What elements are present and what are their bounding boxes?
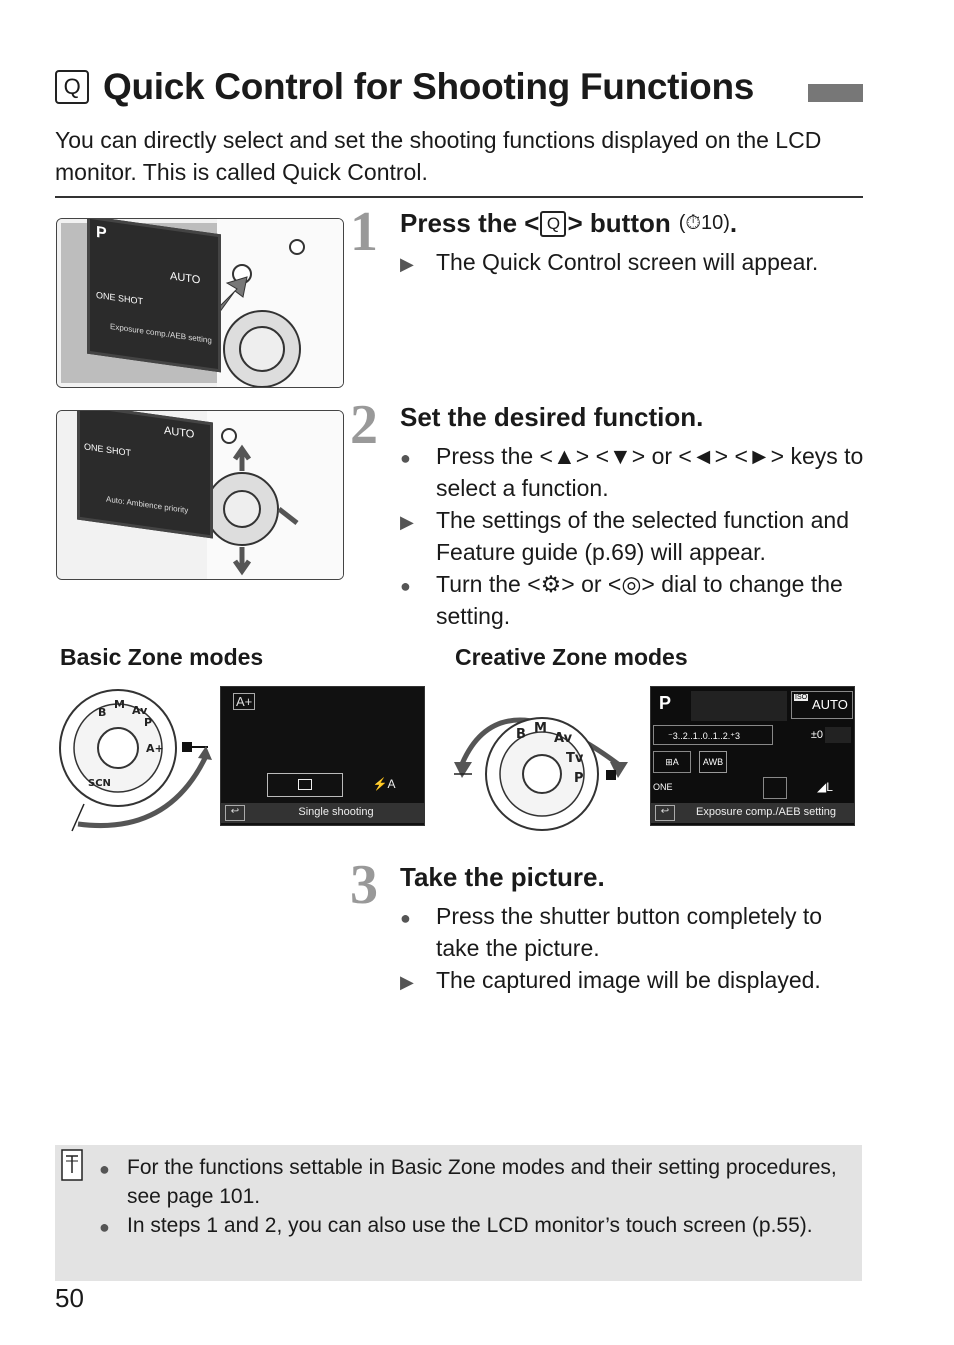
list-item: ▶ The settings of the selected function …: [400, 504, 870, 568]
list-item-text: Turn the <⚙> or <◎> dial to change the s…: [436, 571, 843, 629]
basic-zone-heading: Basic Zone modes: [60, 644, 264, 670]
list-item-text: In steps 1 and 2, you can also use the L…: [127, 1214, 813, 1237]
step1-list: ▶ The Quick Control screen will appear.: [400, 246, 870, 280]
list-item-text: The Quick Control screen will appear.: [436, 249, 819, 275]
step-number-3: 3: [350, 854, 378, 916]
list-item-text: Press the <▲> <▼> or <◄> <►> keys to sel…: [436, 443, 864, 501]
camera-back-illustration-1: P AUTO ONE SHOT Exposure comp./AEB setti…: [56, 218, 344, 388]
dial-label-m: M: [114, 698, 125, 711]
lcd-af: ONE SHOT: [96, 289, 144, 307]
intro-paragraph: You can directly select and set the shoo…: [55, 127, 822, 185]
iso-setting[interactable]: ISO AUTO: [791, 691, 853, 719]
basic-mode-dial-illustration: B M Av P A+ SCN: [59, 689, 212, 832]
circle-bullet-icon: ●: [99, 1159, 110, 1179]
step-number-1: 1: [350, 201, 378, 263]
list-item-text: The settings of the selected function an…: [436, 507, 849, 565]
step-heading-1: Press the < Q > button (⏱10) .: [400, 208, 737, 239]
picture-style-box[interactable]: ⊞A: [653, 751, 691, 773]
note-list: ● For the functions settable in Basic Zo…: [99, 1153, 849, 1242]
step3-list: ● Press the shutter button completely to…: [400, 900, 870, 998]
dial-label-a: A+: [146, 742, 164, 755]
iso-value: AUTO: [812, 697, 848, 712]
exposure-comp-scale[interactable]: ⁻3..2..1..0..1..2.⁺3: [653, 725, 773, 745]
section-divider: [55, 196, 863, 198]
auto-plus-icon: A+: [233, 693, 256, 710]
lcd-iso: AUTO: [170, 270, 201, 287]
step-number-2: 2: [350, 394, 378, 456]
creative-zone-heading: Creative Zone modes: [455, 644, 688, 670]
circle-bullet-icon: ●: [99, 1217, 110, 1237]
page-number: 50: [55, 1283, 84, 1313]
lcd-iso: AUTO: [164, 424, 195, 441]
image-quality[interactable]: ◢L: [817, 780, 833, 794]
dial-label-av: Av: [554, 731, 573, 746]
list-item: ▶ The captured image will be displayed.: [400, 964, 870, 998]
circle-bullet-icon: ●: [400, 576, 411, 596]
lcd-label: Auto: Ambience priority: [106, 494, 189, 516]
memo-icon: [61, 1149, 83, 1181]
dial-label-m: M: [534, 721, 547, 736]
step1-heading-pre: Press the <: [400, 208, 540, 238]
list-item-text: The captured image will be displayed.: [436, 967, 821, 993]
list-item: ● Press the shutter button completely to…: [400, 900, 870, 964]
triangle-bullet-icon: ▶: [400, 512, 414, 532]
step2-list: ● Press the <▲> <▼> or <◄> <►> keys to s…: [400, 440, 870, 632]
lcd-af: ONE SHOT: [84, 441, 132, 459]
drive-mode-box[interactable]: [763, 777, 787, 799]
return-icon[interactable]: ↩: [655, 805, 675, 821]
circle-bullet-icon: ●: [400, 448, 411, 468]
lcd-label: Exposure comp./AEB setting: [110, 321, 212, 346]
page-title: Q Quick Control for Shooting Functions: [55, 66, 754, 108]
flash-setting: ⚡A: [372, 777, 396, 791]
timer-icon: (⏱10): [678, 212, 730, 234]
dial-label-tv: Tv: [566, 751, 584, 766]
camera-back-illustration-2: AUTO ONE SHOT Auto: Ambience priority: [56, 410, 344, 580]
q-button-icon: Q: [540, 210, 567, 237]
title-decoration-bar: [808, 84, 863, 102]
step-heading-2: Set the desired function.: [400, 402, 704, 432]
dial-label-av: Av: [132, 704, 148, 717]
list-item: ● In steps 1 and 2, you can also use the…: [99, 1211, 849, 1242]
drive-mode-box: [267, 773, 343, 797]
list-item-text: Press the shutter button completely to t…: [436, 903, 823, 961]
creative-mode-dial-illustration: B M Av Tv P: [454, 717, 628, 831]
list-item: ▶ The Quick Control screen will appear.: [400, 246, 870, 280]
creative-zone-screen: P ISO AUTO ⁻3..2..1..0..1..2.⁺3 ±0 ⊞A AW…: [650, 686, 855, 826]
page-title-text: Quick Control for Shooting Functions: [103, 66, 755, 107]
dial-label-scn: SCN: [88, 778, 111, 789]
dial-label-p: P: [144, 716, 152, 729]
note-box: ● For the functions settable in Basic Zo…: [55, 1145, 862, 1281]
list-item: ● Turn the <⚙> or <◎> dial to change the…: [400, 568, 870, 632]
triangle-bullet-icon: ▶: [400, 972, 414, 992]
shooting-mode: P: [659, 693, 672, 713]
quick-control-icon: Q: [55, 70, 89, 104]
dial-label-b: B: [98, 706, 106, 719]
list-item: ● For the functions settable in Basic Zo…: [99, 1153, 849, 1211]
triangle-bullet-icon: ▶: [400, 254, 414, 274]
iso-badge: ISO: [794, 694, 809, 701]
white-balance[interactable]: AWB: [699, 751, 727, 773]
list-item: ● Press the <▲> <▼> or <◄> <►> keys to s…: [400, 440, 870, 504]
step1-heading-post: > button: [567, 208, 671, 238]
basic-zone-screen: A+ ⚡A ↩ Single shooting: [220, 686, 425, 826]
screen-label: Single shooting: [298, 806, 374, 818]
return-icon: ↩: [225, 805, 245, 821]
dial-label-p: P: [574, 771, 584, 786]
lcd-mode: P: [96, 223, 107, 243]
step-heading-3: Take the picture.: [400, 862, 605, 892]
step1-heading-end: .: [729, 208, 738, 238]
circle-bullet-icon: ●: [400, 908, 411, 928]
list-item-text: For the functions settable in Basic Zone…: [127, 1156, 837, 1208]
af-mode[interactable]: ONE SHOT: [653, 782, 678, 812]
flash-comp[interactable]: ±0: [810, 729, 823, 741]
dial-label-b: B: [516, 727, 526, 742]
screen-label: Exposure comp./AEB setting: [695, 806, 836, 818]
